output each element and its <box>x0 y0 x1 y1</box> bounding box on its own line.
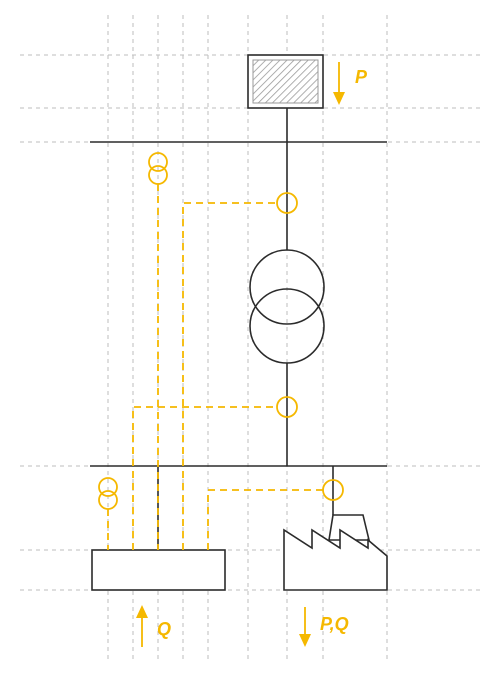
generation-label: P <box>355 67 368 87</box>
power-transformer <box>249 249 325 364</box>
signal-lines <box>107 184 323 550</box>
factory-load-icon <box>283 466 388 591</box>
load-arrow-icon <box>299 607 311 647</box>
generator-block <box>247 54 324 109</box>
measurement-point-hv <box>276 192 298 214</box>
load-label: P,Q <box>320 614 349 634</box>
measurement-point-lv <box>276 396 298 418</box>
reactive-arrow-icon <box>136 605 148 647</box>
reactive-label: Q <box>157 619 171 639</box>
background-grid <box>20 15 480 660</box>
controller-box <box>91 549 226 591</box>
generation-arrow-icon <box>333 62 345 105</box>
